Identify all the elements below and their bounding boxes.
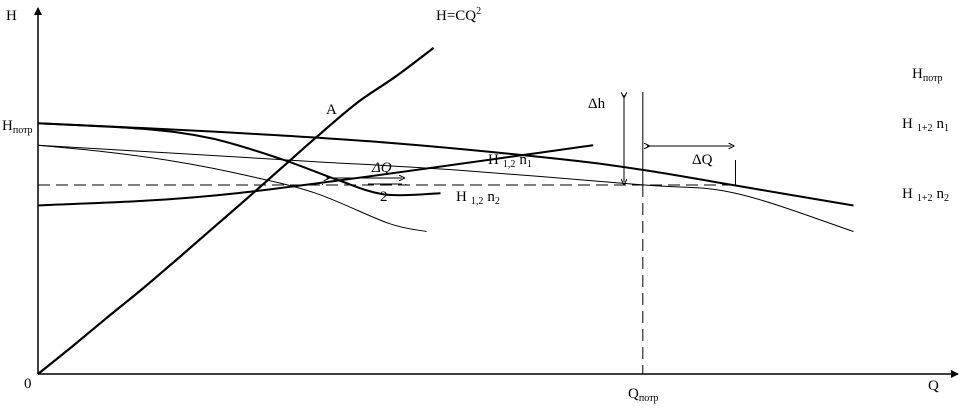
h-required-axis-label: Hпотр (2, 118, 33, 136)
y-axis-label: H (6, 8, 17, 24)
delta-q-half-denominator: 2 (380, 189, 388, 205)
series-pump_sum_n1 (37, 122, 854, 207)
delta-q-half-numerator: ΔQ (371, 160, 392, 176)
series-h_req (37, 144, 594, 207)
series-pump_12_n1 (37, 122, 441, 197)
series-layer (37, 47, 854, 375)
x-axis-label: Q (928, 378, 939, 394)
q-required-label: Qпотр (628, 386, 659, 404)
h-required-curve-label: Hпотр (912, 66, 943, 84)
delta-h-label: Δh (588, 96, 606, 112)
delta-q-label: ΔQ (692, 152, 713, 168)
origin-label: 0 (24, 376, 32, 392)
series-pump_12_n2 (37, 144, 427, 232)
point-a-label: A (326, 102, 337, 118)
series-system (37, 47, 435, 375)
system-curve-label: H=CQ2 (436, 6, 481, 24)
series-pump_sum_n2 (37, 144, 854, 232)
